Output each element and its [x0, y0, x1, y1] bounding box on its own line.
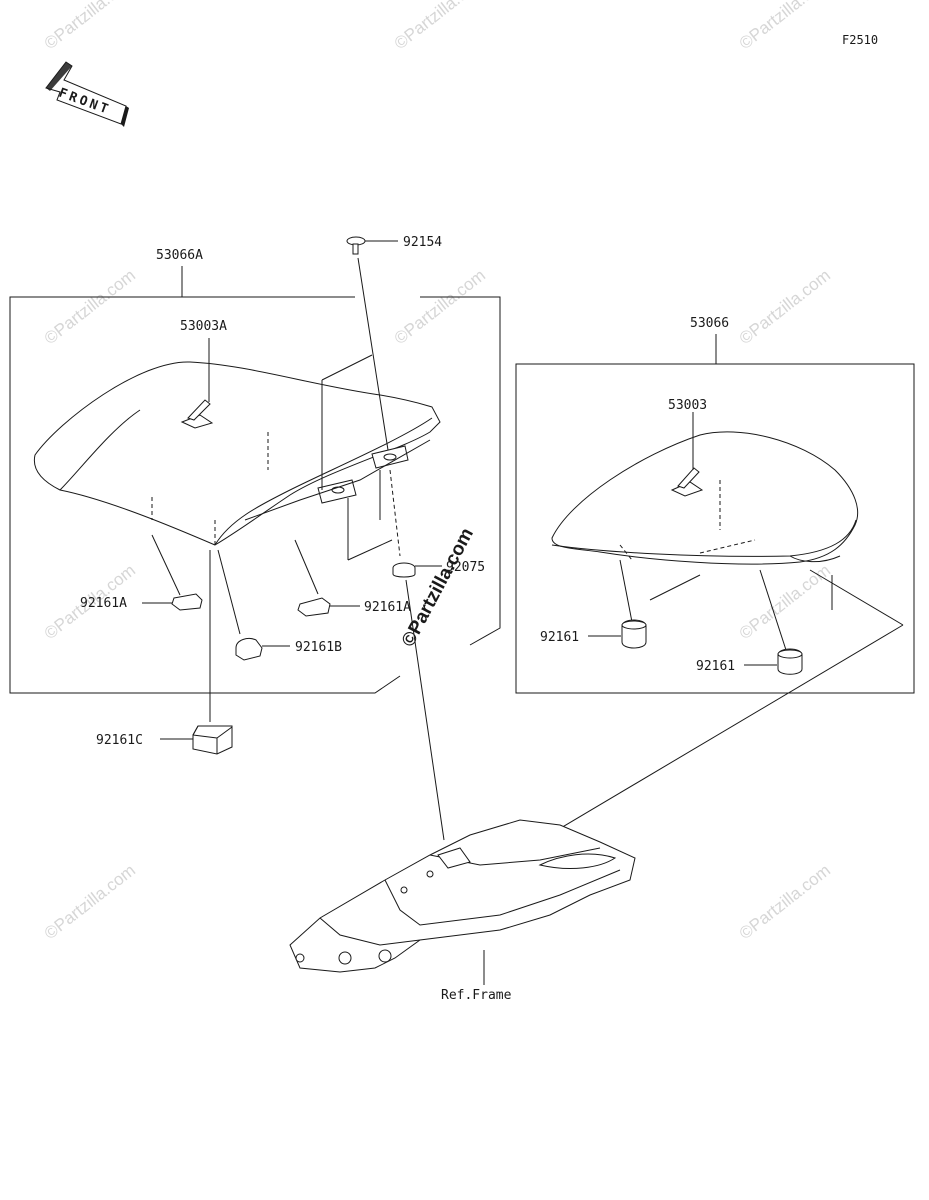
label-92161A-left: 92161A [80, 596, 127, 611]
watermark: ©Partzilla.com [391, 0, 489, 53]
damper-92161A-left [171, 593, 203, 611]
pillion-seat-group: 53066 53003 92161 92161 [489, 316, 915, 871]
label-53003A: 53003A [180, 319, 227, 334]
front-arrow-icon: FRONT [45, 61, 129, 127]
label-92161A-right: 92161A [364, 600, 411, 615]
pillion-seat [551, 431, 859, 565]
group-box-53066 [515, 363, 915, 694]
label-92154: 92154 [403, 235, 442, 250]
label-92161B: 92161B [295, 640, 342, 655]
label-53066: 53066 [690, 316, 729, 331]
watermark: ©Partzilla.com [736, 0, 834, 53]
grommet-group: 92075 [392, 560, 485, 841]
label-ref-frame: Ref.Frame [441, 988, 512, 1003]
watermark-center: ©Partzilla.com [398, 525, 478, 651]
label-92075: 92075 [446, 560, 485, 575]
damper-92161A-right [297, 597, 331, 617]
watermark: ©Partzilla.com [391, 266, 489, 349]
rider-seat [33, 361, 441, 546]
watermark: ©Partzilla.com [41, 861, 139, 944]
label-92161-right: 92161 [696, 659, 735, 674]
watermark: ©Partzilla.com [736, 861, 834, 944]
diagram-code: F2510 [842, 33, 878, 47]
bolt-group: 92154 [346, 235, 442, 557]
watermark: ©Partzilla.com [41, 0, 139, 53]
label-53066A: 53066A [156, 248, 203, 263]
watermark: ©Partzilla.com [736, 561, 834, 644]
watermark: ©Partzilla.com [41, 266, 139, 349]
damper-92161C [192, 725, 233, 755]
subframe-group: Ref.Frame [289, 819, 636, 1003]
label-92161-left: 92161 [540, 630, 579, 645]
label-53003: 53003 [668, 398, 707, 413]
watermark: ©Partzilla.com [736, 266, 834, 349]
rider-seat-group: 53066A 53003A 92161A 92 [9, 248, 501, 755]
group-box-53066A [9, 296, 401, 694]
label-92161C: 92161C [96, 733, 143, 748]
damper-92161B [235, 637, 263, 661]
subframe [289, 819, 636, 973]
